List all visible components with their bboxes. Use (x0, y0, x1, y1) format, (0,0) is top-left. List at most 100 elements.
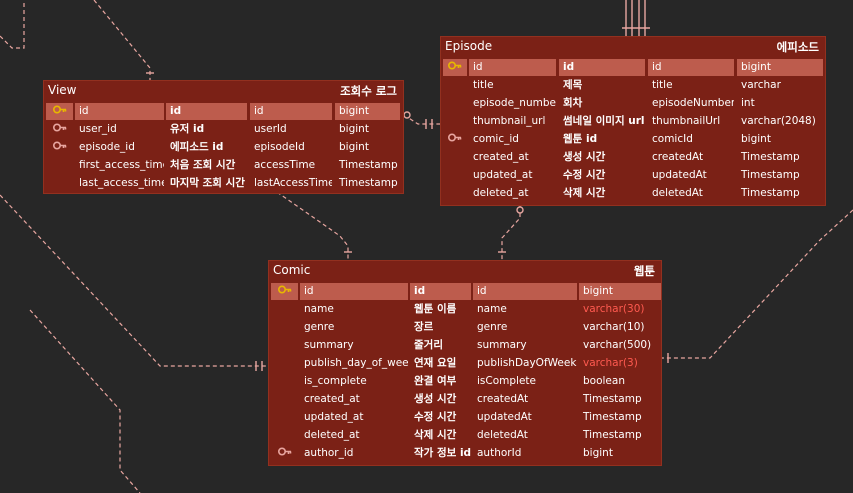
foreign-key-icon (271, 445, 298, 462)
episode-col-cell: title (469, 77, 556, 94)
view-col-cell: episode_id (75, 139, 164, 156)
episode-col-cell: episode_number (469, 95, 556, 112)
view-field-cell: accessTime (250, 157, 332, 174)
view-type-cell: bigint (335, 139, 400, 156)
episode-field-cell: id (648, 59, 734, 76)
episode-ko-cell: 삭제 시간 (559, 185, 645, 202)
comic-ko-cell: 장르 (410, 319, 471, 336)
view-col-cell: last_access_time (75, 175, 164, 192)
comic-type-cell: varchar(500) (579, 337, 661, 354)
view-field-cell: lastAccessTime (250, 175, 332, 192)
comic-field-cell: deletedAt (473, 427, 577, 444)
comic-type-cell: varchar(30) (579, 301, 661, 318)
episode-type-cell: Timestamp (737, 185, 823, 202)
comic-col-cell: is_complete (300, 373, 408, 390)
comic-ko-cell: 웹툰 이름 (410, 301, 471, 318)
comic-type-cell: bigint (579, 283, 661, 300)
episode-col-cell: deleted_at (469, 185, 556, 202)
comic-table-korean-name: 웹툰 (633, 264, 655, 278)
view-ko-cell: 마지막 조회 시간 (166, 175, 247, 192)
comic-ko-cell: 연재 요일 (410, 355, 471, 372)
comic-type-cell: boolean (579, 373, 661, 390)
key-cell (443, 95, 467, 112)
primary-key-icon (443, 59, 467, 76)
episode-type-cell: bigint (737, 59, 823, 76)
comic-field-cell: isComplete (473, 373, 577, 390)
episode-type-cell: varchar(2048) (737, 113, 823, 130)
key-cell (271, 355, 298, 372)
episode-col-cell: comic_id (469, 131, 556, 148)
key-cell (443, 113, 467, 130)
view-col-cell: user_id (75, 121, 164, 138)
comic-field-cell: id (473, 283, 577, 300)
view-type-cell: bigint (335, 103, 400, 120)
episode-type-cell: Timestamp (737, 167, 823, 184)
episode-ko-cell: 수정 시간 (559, 167, 645, 184)
key-cell (46, 175, 73, 192)
view-col-cell: first_access_time (75, 157, 164, 174)
view-table-korean-name: 조회수 로그 (340, 84, 397, 98)
comic-type-cell: Timestamp (579, 409, 661, 426)
comic-type-cell: Timestamp (579, 391, 661, 408)
episode-field-cell: createdAt (648, 149, 734, 166)
comic-field-cell: publishDayOfWeek (473, 355, 577, 372)
comic-field-cell: genre (473, 319, 577, 336)
comic-field-cell: updatedAt (473, 409, 577, 426)
view-ko-cell: 처음 조회 시간 (166, 157, 247, 174)
key-cell (443, 149, 467, 166)
episode-field-cell: updatedAt (648, 167, 734, 184)
comic-col-cell: updated_at (300, 409, 408, 426)
key-cell (271, 427, 298, 444)
view-table-header: View 조회수 로그 (44, 81, 403, 101)
view-ko-cell: id (166, 103, 247, 120)
episode-ko-cell: 썸네일 이미지 url (559, 113, 645, 130)
comic-field-cell: authorId (473, 445, 577, 462)
episode-col-cell: created_at (469, 149, 556, 166)
episode-type-cell: Timestamp (737, 149, 823, 166)
key-cell (271, 337, 298, 354)
view-type-cell: Timestamp (335, 175, 400, 192)
comic-ko-cell: 수정 시간 (410, 409, 471, 426)
episode-field-cell: thumbnailUrl (648, 113, 734, 130)
foreign-key-icon (46, 139, 73, 156)
key-cell (443, 167, 467, 184)
comic-type-cell: varchar(3) (579, 355, 661, 372)
comic-ko-cell: 줄거리 (410, 337, 471, 354)
key-cell (271, 373, 298, 390)
episode-table-name: Episode (445, 39, 493, 53)
view-type-cell: Timestamp (335, 157, 400, 174)
episode-type-cell: int (737, 95, 823, 112)
primary-key-icon (271, 283, 298, 300)
view-table-name: View (48, 83, 77, 97)
comic-col-cell: id (300, 283, 408, 300)
comic-type-cell: Timestamp (579, 427, 661, 444)
comic-ko-cell: 완결 여부 (410, 373, 471, 390)
